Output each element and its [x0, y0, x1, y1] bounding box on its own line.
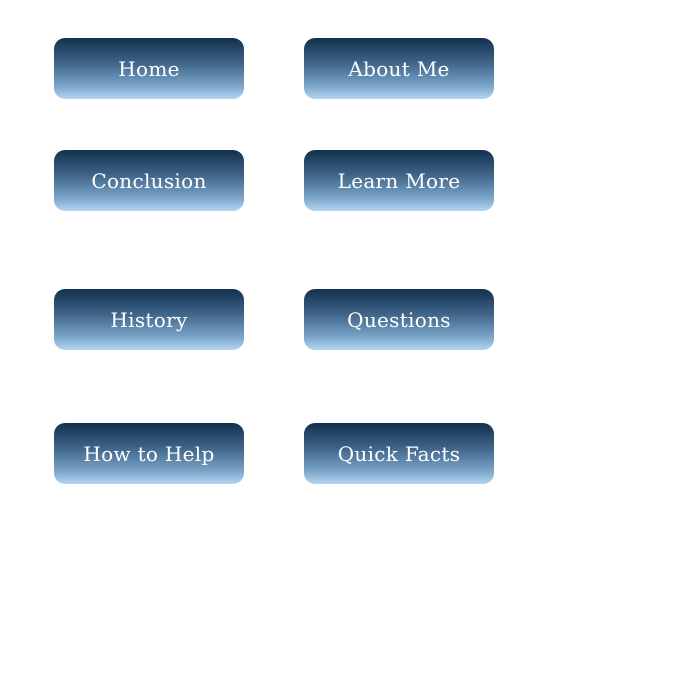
learn-more-button[interactable]: Learn More — [304, 150, 494, 211]
history-button[interactable]: History — [54, 289, 244, 350]
about-me-button[interactable]: About Me — [304, 38, 494, 99]
conclusion-button[interactable]: Conclusion — [54, 150, 244, 211]
how-to-help-button[interactable]: How to Help — [54, 423, 244, 484]
home-button[interactable]: Home — [54, 38, 244, 99]
quick-facts-button[interactable]: Quick Facts — [304, 423, 494, 484]
questions-button[interactable]: Questions — [304, 289, 494, 350]
